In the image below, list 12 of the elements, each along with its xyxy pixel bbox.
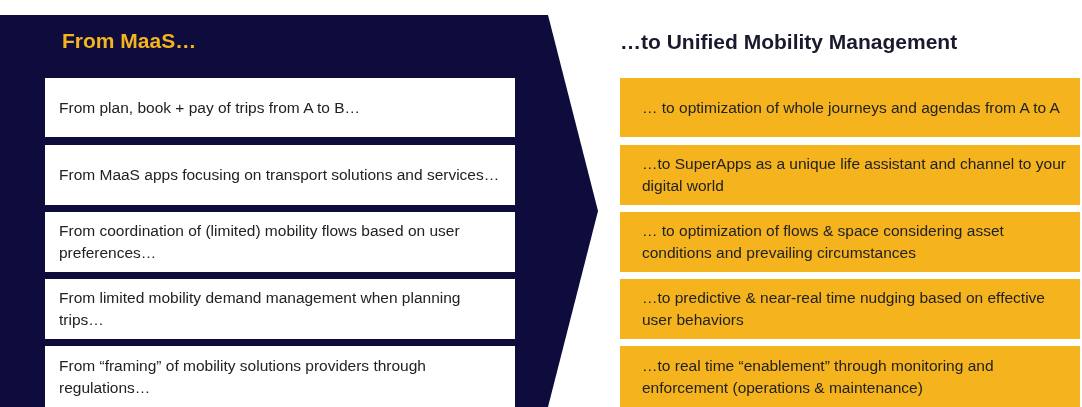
statement-box: From limited mobility demand management when planning trips… <box>45 279 515 339</box>
statement-box: …to real time “enablement” through monitoring and enforcement (operations & maintenance) <box>620 346 1080 407</box>
statement-box: From “framing” of mobility solutions providers through regulations… <box>45 346 515 407</box>
statement-box: … to optimization of whole journeys and agendas from A to A <box>620 78 1080 137</box>
panel-heading: From MaaS… <box>62 29 197 53</box>
statement-box: …to SuperApps as a unique life assistant and channel to your digital world <box>620 145 1080 205</box>
statement-box: From MaaS apps focusing on transport solutions and services… <box>45 145 515 205</box>
statement-box: …to predictive & near-real time nudging based on effective user behaviors <box>620 279 1080 339</box>
statement-box: From coordination of (limited) mobility flows based on user preferences… <box>45 212 515 272</box>
column-heading: …to Unified Mobility Management <box>620 30 958 54</box>
statement-box: … to optimization of flows & space considering asset conditions and prevailing circumstances <box>620 212 1080 272</box>
statement-box: From plan, book + pay of trips from A to B… <box>45 78 515 137</box>
